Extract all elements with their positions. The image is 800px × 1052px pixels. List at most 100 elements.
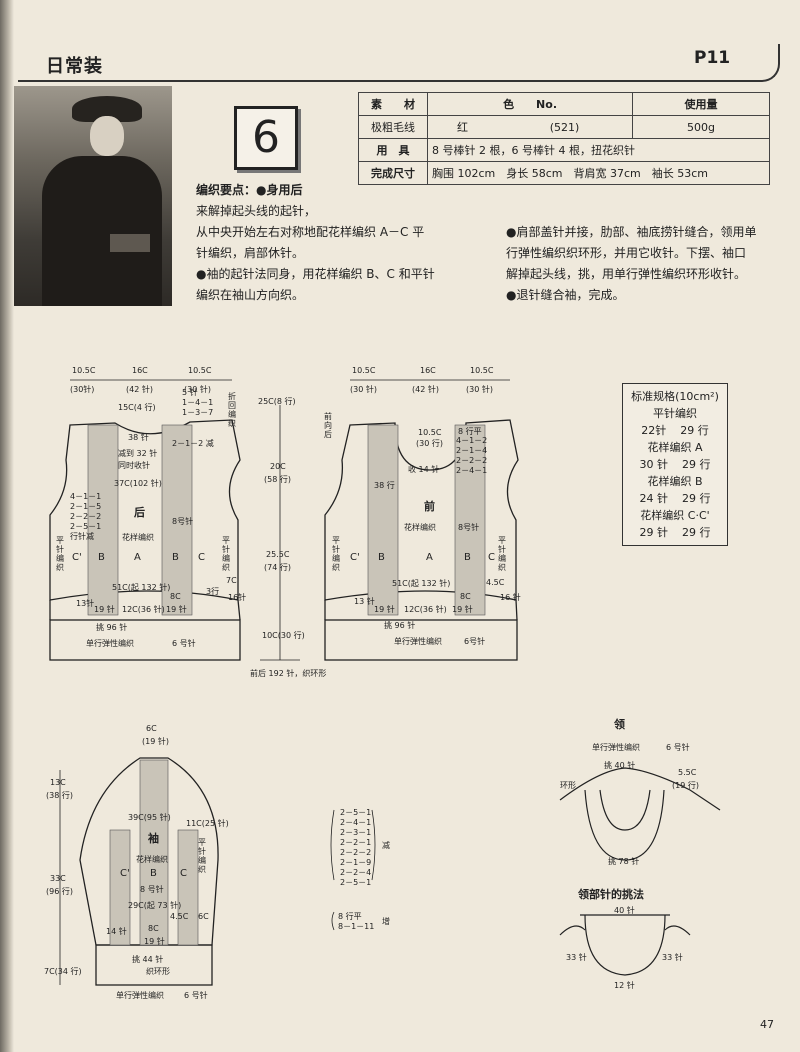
front-Cp: C' — [350, 552, 360, 563]
collar-title: 领 — [614, 718, 625, 731]
collar-pick40: 挑 40 针 — [604, 761, 636, 770]
front-title: 前 — [424, 500, 435, 513]
sleeve-C: C — [180, 868, 187, 879]
instr-p3-l2: 行弹性编织织环形，并用它收针。下摆、袖口 — [506, 246, 747, 260]
tools-value: 8 号棒针 2 根，6 号棒针 4 根，扭花织针 — [427, 138, 770, 162]
height-h2r: (58 行) — [264, 475, 291, 484]
gauge-sts-0: 22针 — [641, 424, 667, 437]
back-s16: 16针 — [228, 593, 247, 602]
gauge-rows-2: 29 行 — [682, 492, 711, 505]
back-s19: 19 针 — [94, 605, 115, 614]
instr-p1-l4: 针编织，肩部休针。 — [196, 246, 305, 260]
front-pick: 挑 96 针 — [384, 621, 416, 630]
back-s13: 13针 — [76, 599, 95, 608]
back-sametime: 同时收针 — [118, 461, 150, 470]
instr-p3-l4: ●退针缝合袖，完成。 — [506, 288, 625, 302]
back-w2r: (42 针) — [126, 385, 153, 394]
sleeve-dec-label: 减 — [382, 841, 390, 850]
front-side-right: 平针编织 — [498, 536, 506, 572]
back-fold: 折回编织 — [228, 392, 236, 428]
collar-method-diagram — [559, 914, 691, 976]
front-bot51: 51C(起 132 针) — [392, 579, 451, 588]
gauge-name-3: 花样编织 C·C' — [640, 509, 710, 522]
back-w2: 16C — [132, 366, 148, 375]
sleeve-h33: 33C — [50, 874, 66, 883]
sleeve-c11: 11C(25 针) — [186, 819, 229, 828]
sleeve-n8: 8 号针 — [140, 885, 164, 894]
gauge-name-2: 花样编织 B — [647, 475, 703, 488]
collar-m40: 40 针 — [614, 906, 635, 915]
front-B1: B — [378, 552, 385, 563]
back-w3: 10.5C — [188, 366, 212, 375]
height-h1: 25C(8 行) — [258, 397, 296, 406]
color-no-cell: (521) — [496, 115, 634, 139]
pattern-number: 6 — [234, 106, 298, 170]
sleeve-dec-list: 2－5－1 2－4－1 2－3－1 2－2－1 2－2－2 2－1－9 2－2－… — [340, 808, 372, 887]
sleeve-s19: 19 针 — [144, 937, 165, 946]
collar-c55r: (19 行) — [672, 781, 699, 790]
front-neckr: (30 行) — [416, 439, 443, 448]
yarn-cell: 极粗毛线 — [358, 115, 428, 139]
size-value: 胸围 102cm 身长 58cm 背肩宽 37cm 袖长 53cm — [427, 161, 770, 185]
collar-n6: 6 号针 — [666, 743, 690, 752]
back-dimension-lines — [70, 379, 300, 661]
instr-p1-l2: 来解掉起头线的起针， — [196, 204, 317, 218]
back-dec32: 减到 32 针 — [118, 449, 158, 458]
sleeve-side: 平针编织 — [198, 838, 206, 874]
height-h2: 20C — [270, 462, 286, 471]
back-w1r: (30针) — [70, 385, 95, 394]
page-number: 47 — [760, 1018, 774, 1031]
collar-ring: 环形 — [560, 781, 576, 790]
back-w3r: (30 针) — [184, 385, 211, 394]
back-s7c: 7C — [226, 576, 237, 585]
front-A: A — [426, 552, 433, 563]
back-n6: 6 号针 — [172, 639, 196, 648]
tools-label: 用 具 — [358, 138, 428, 162]
book-binding — [0, 0, 14, 1052]
model-photo — [14, 86, 172, 306]
front-s16: 16 针 — [500, 593, 521, 602]
front-neck: 10.5C — [418, 428, 442, 437]
front-neck-dec: 4－1－2 2－1－4 2－2－2 2－4－1 — [456, 436, 488, 475]
sleeve-s45: 4.5C — [170, 912, 189, 921]
front-w1r: (30 针) — [350, 385, 377, 394]
height-total: 前后 192 针，织环形 — [250, 669, 327, 678]
back-C: C — [198, 552, 205, 563]
sleeve-n6: 6 号针 — [184, 991, 208, 1000]
sleeve-topr: (19 针) — [142, 737, 169, 746]
front-s13: 13 针 — [354, 597, 375, 606]
section-title: 日常装 — [46, 56, 103, 77]
back-w1: 10.5C — [72, 366, 96, 375]
back-shoulder-dec: 5 针 1－4－1 1－3－7 — [182, 388, 214, 417]
sleeve-ring: 织环形 — [146, 967, 170, 976]
amount-cell: 500g — [632, 115, 770, 139]
sleeve-rib: 单行弹性编织 — [116, 991, 164, 1000]
color-cell: 红 — [426, 115, 497, 139]
back-pattern-stripes — [87, 424, 193, 616]
back-pick: 挑 96 针 — [96, 623, 128, 632]
front-w3r: (30 针) — [466, 385, 493, 394]
front-sts38: 38 行 — [374, 481, 395, 490]
back-bot12: 12C(36 针) — [122, 605, 165, 614]
front-s8c: 8C — [460, 592, 471, 601]
back-title: 后 — [134, 506, 145, 519]
front-n6: 6号针 — [464, 637, 486, 646]
front-pattern: 花样编织 — [404, 523, 436, 532]
back-c37: 37C(102 针) — [114, 479, 162, 488]
instr-p2-l1: ●袖的起针法同身，用花样编织 B、C 和平针 — [196, 267, 435, 281]
back-s19b: 19 针 — [166, 605, 187, 614]
sleeve-s14: 14 针 — [106, 927, 127, 936]
back-side-right: 平针编织 — [222, 536, 230, 572]
front-s19b: 19 针 — [452, 605, 473, 614]
gauge-rows-1: 29 行 — [682, 458, 711, 471]
instr-p3-l1: ●肩部盖针并接，肋部、袖底捞针缝合，领用单 — [506, 225, 757, 239]
sleeve-pattern: 花样编织 — [136, 855, 168, 864]
front-w1: 10.5C — [352, 366, 376, 375]
gauge-title: 标准规格(10cm²) — [631, 390, 719, 403]
back-bot51: 51C(起 132 针) — [112, 583, 171, 592]
front-piece-outline — [324, 419, 519, 661]
sleeve-B: B — [150, 868, 157, 879]
